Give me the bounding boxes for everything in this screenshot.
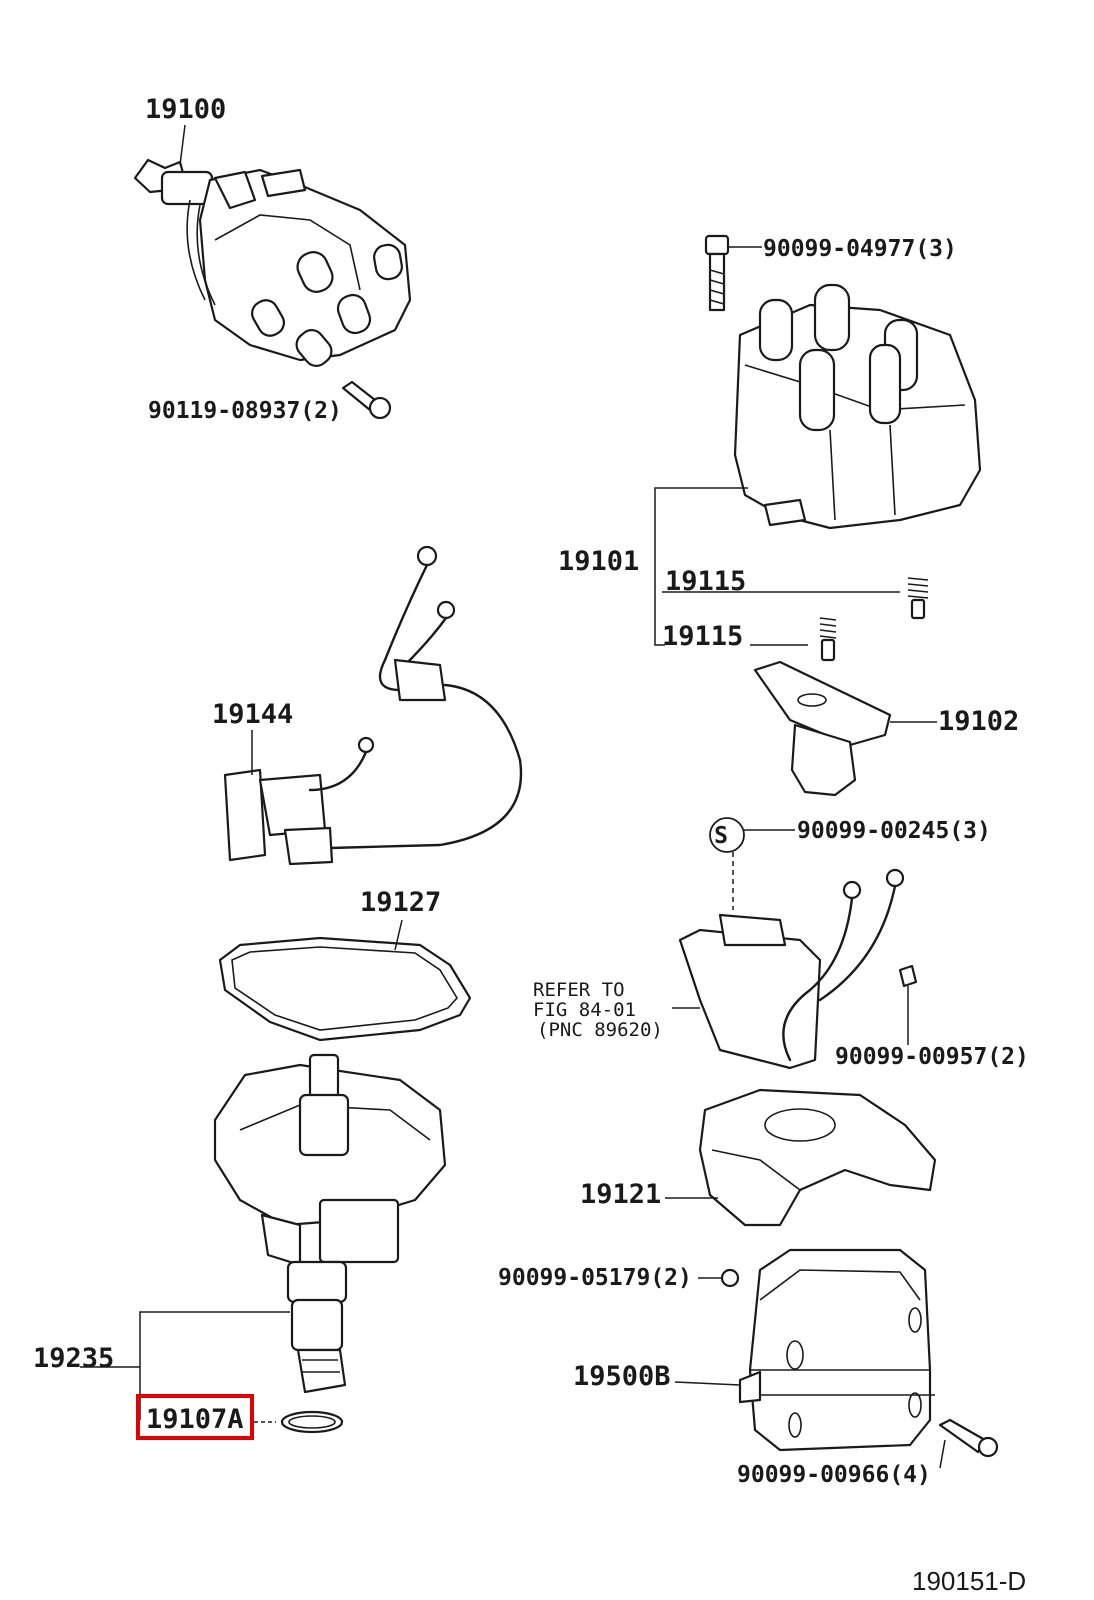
oring-19107a-drawing xyxy=(254,1410,344,1434)
s-marker-circle xyxy=(709,817,745,853)
label-90119-08937[interactable]: 90119-08937(2) xyxy=(148,398,342,424)
label-19121[interactable]: 19121 xyxy=(580,1179,661,1210)
bolt-90099-04977-drawing xyxy=(704,234,762,312)
cord-19144-drawing xyxy=(223,545,523,866)
label-19235[interactable]: 19235 xyxy=(33,1343,114,1374)
distributor-cap-drawing xyxy=(733,283,982,530)
label-90099-00957[interactable]: 90099-00957(2) xyxy=(835,1044,1029,1070)
label-90099-05179[interactable]: 90099-05179(2) xyxy=(498,1265,692,1291)
cap-bracket-lead xyxy=(654,487,748,646)
label-90099-00966[interactable]: 90099-00966(4) xyxy=(737,1462,931,1488)
gasket-19127-drawing xyxy=(218,919,472,1042)
spring-19115-upper-drawing xyxy=(907,577,929,620)
label-19107a[interactable]: 19107A xyxy=(146,1404,244,1435)
housing-bracket-lead xyxy=(139,1311,290,1420)
cover-19121-drawing xyxy=(665,1088,937,1227)
label-19144[interactable]: 19144 xyxy=(212,699,293,730)
label-90099-04977[interactable]: 90099-04977(3) xyxy=(763,236,957,262)
label-19115-upper[interactable]: 19115 xyxy=(665,566,746,597)
highlight-box-19107a xyxy=(136,1394,254,1440)
coil-19500b-drawing xyxy=(674,1248,935,1452)
s-marker-group xyxy=(709,817,795,910)
bolt-90099-00966-drawing xyxy=(938,1418,999,1469)
rotor-drawing xyxy=(753,660,937,797)
label-19115-lower[interactable]: 19115 xyxy=(662,621,743,652)
label-19102[interactable]: 19102 xyxy=(938,706,1019,737)
igniter-drawing xyxy=(672,868,918,1070)
label-19500b[interactable]: 19500B xyxy=(573,1361,671,1392)
label-19127[interactable]: 19127 xyxy=(360,887,441,918)
distributor-assembly-drawing xyxy=(133,158,412,367)
screw-90119-drawing xyxy=(341,380,392,420)
label-90099-00245[interactable]: 90099-00245(3) xyxy=(797,818,991,844)
spring-19115-lower-drawing xyxy=(819,617,837,662)
s-marker-label: S xyxy=(714,823,728,849)
refer-text-line2: FIG 84-01 xyxy=(533,999,636,1021)
housing-19235-drawing xyxy=(213,1053,447,1394)
refer-text-line1: REFER TO xyxy=(533,979,625,1001)
label-19100[interactable]: 19100 xyxy=(145,94,226,125)
label-19101[interactable]: 19101 xyxy=(558,546,639,577)
diagram-code: 190151-D xyxy=(912,1566,1026,1596)
refer-text-line3: (PNC 89620) xyxy=(537,1019,663,1041)
